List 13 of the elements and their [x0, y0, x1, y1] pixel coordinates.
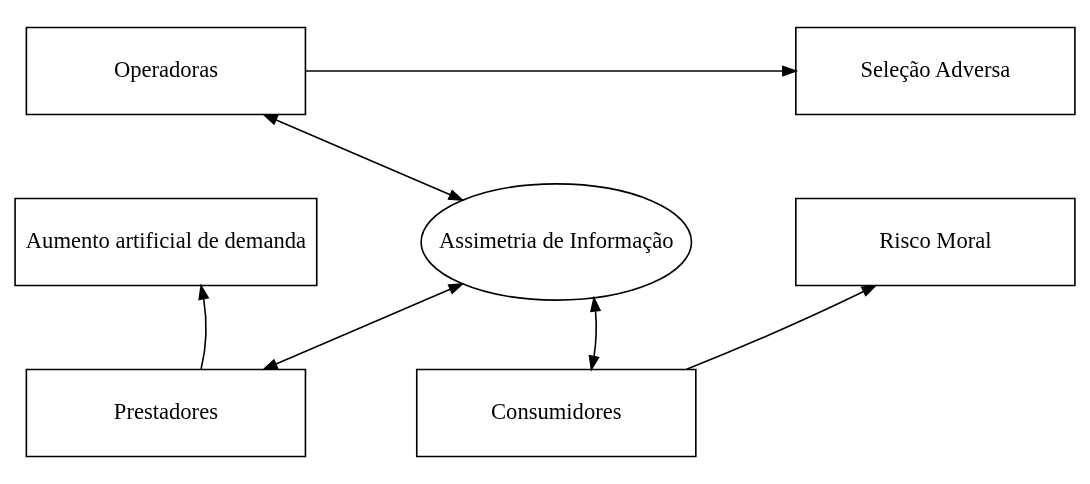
arrow [261, 113, 465, 201]
arrow [198, 283, 210, 370]
arrow [261, 283, 465, 371]
arrow [304, 65, 799, 77]
node-box: Prestadores [25, 368, 307, 458]
node-box: Risco Moral [795, 197, 1076, 287]
node-box: Consumidores [415, 368, 697, 458]
arrow [685, 284, 878, 371]
node-ellipse: Assimetria de Informação [420, 183, 693, 301]
node-box: Aumento artificial de demanda [14, 197, 318, 287]
node-box: Seleção Adversa [795, 26, 1076, 116]
node-box: Operadoras [25, 26, 307, 116]
arrow [588, 295, 602, 372]
